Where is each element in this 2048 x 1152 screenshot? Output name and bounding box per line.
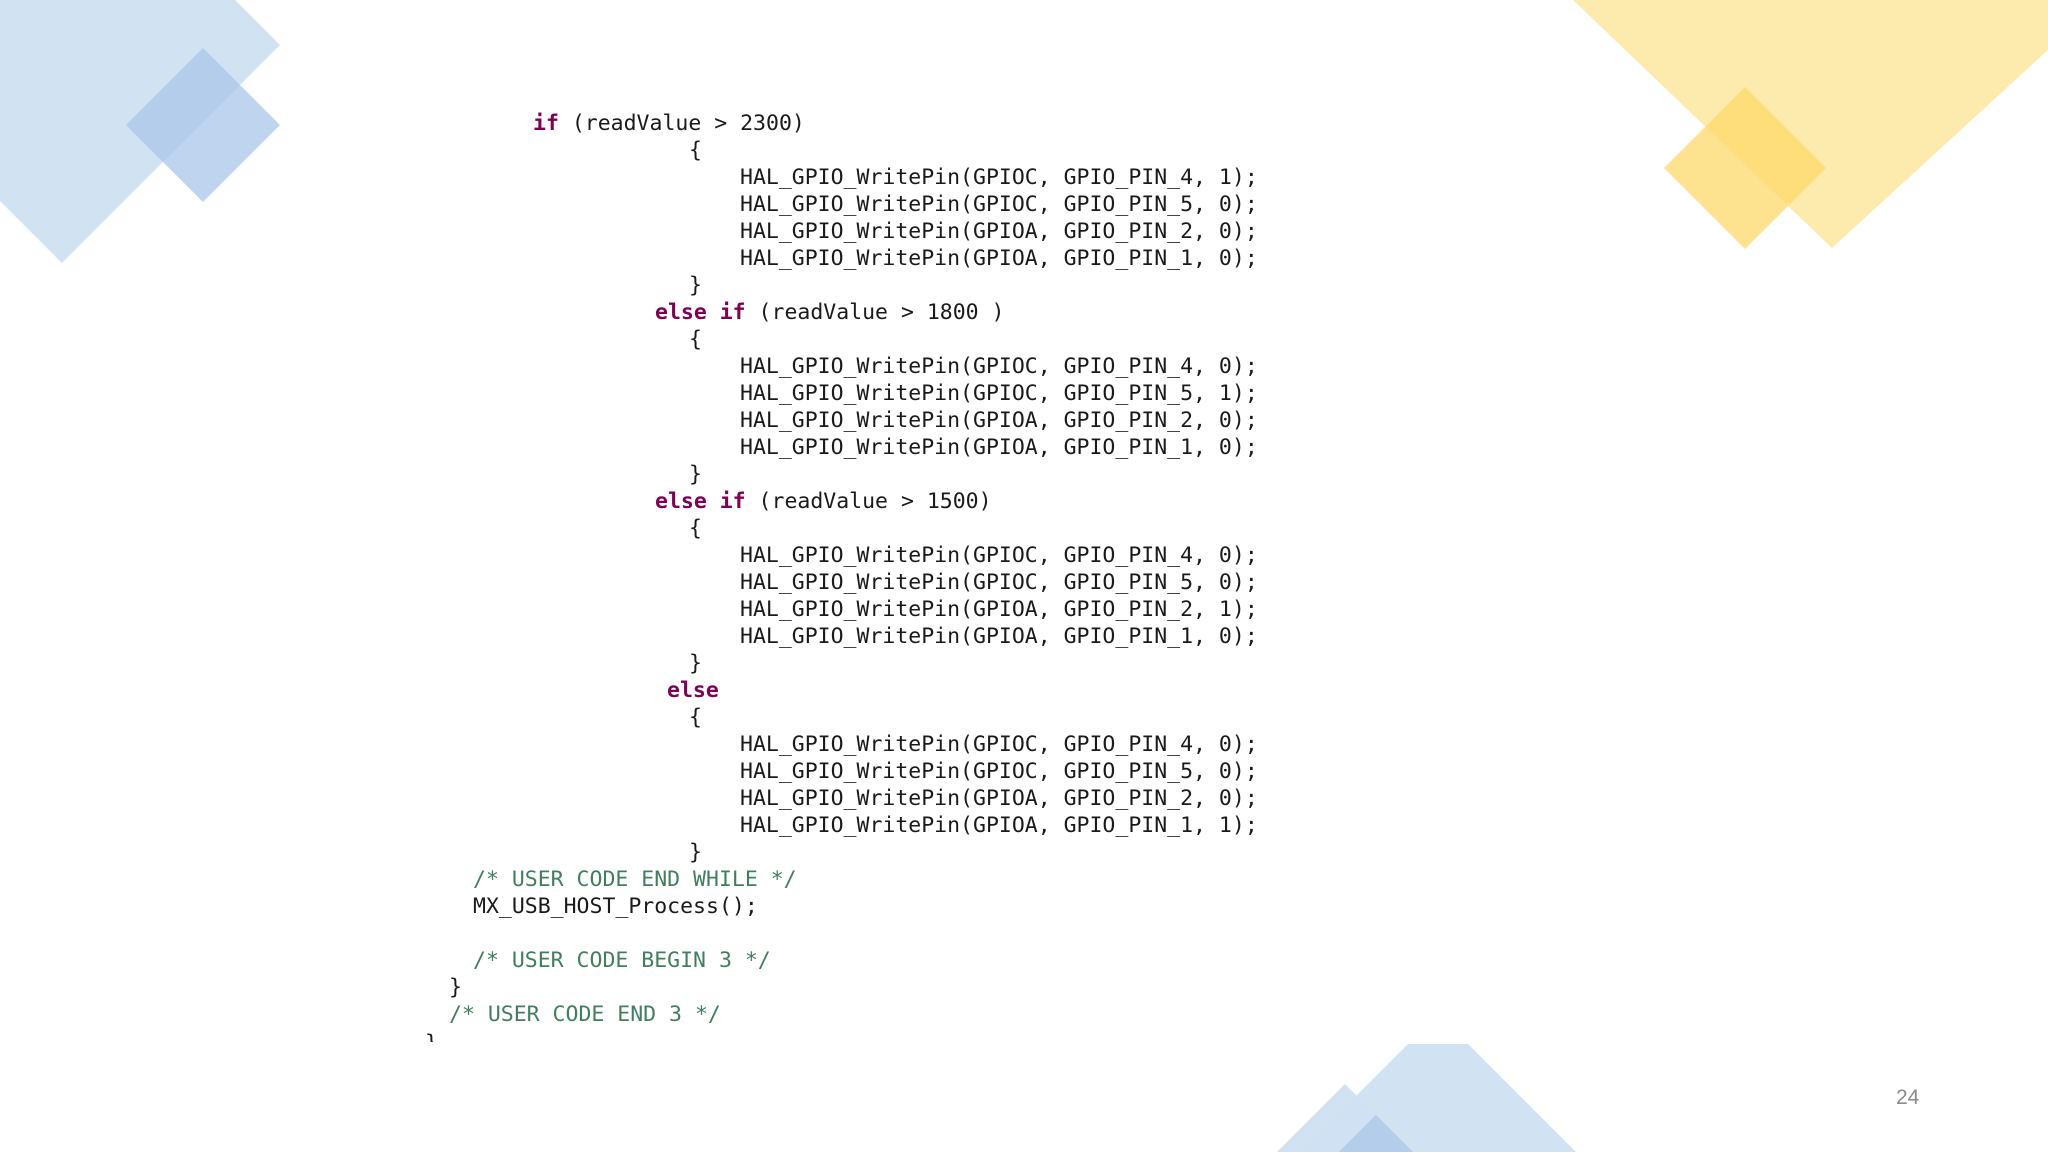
open-brace: { bbox=[689, 516, 702, 541]
code-line: HAL_GPIO_WritePin(GPIOC, GPIO_PIN_4, 0); bbox=[740, 354, 1258, 379]
comment-end-while: /* USER CODE END WHILE */ bbox=[473, 867, 797, 892]
condition-1500: (readValue > 1500) bbox=[745, 489, 992, 514]
clipped-brace-wrapper: } bbox=[420, 1030, 450, 1042]
deco-diamond-topright-small bbox=[1664, 87, 1826, 249]
keyword-else-if: else if bbox=[655, 300, 746, 325]
code-line-else-if: else if (readValue > 1500) bbox=[655, 488, 992, 515]
code-line-else-if: else if (readValue > 1800 ) bbox=[655, 299, 1005, 326]
deco-diamond-topleft-small bbox=[126, 48, 280, 202]
keyword-else-if: else if bbox=[655, 489, 746, 514]
open-brace: { bbox=[689, 327, 702, 352]
deco-diamond-bottom-overlap bbox=[1339, 1115, 1413, 1152]
close-brace: } bbox=[449, 975, 462, 1000]
code-line: HAL_GPIO_WritePin(GPIOA, GPIO_PIN_2, 0); bbox=[740, 219, 1258, 244]
code-line: HAL_GPIO_WritePin(GPIOC, GPIO_PIN_5, 1); bbox=[740, 381, 1258, 406]
close-brace-clipped: } bbox=[425, 1030, 438, 1042]
code-line: HAL_GPIO_WritePin(GPIOA, GPIO_PIN_2, 1); bbox=[740, 597, 1258, 622]
condition-2300: (readValue > 2300) bbox=[558, 111, 805, 136]
code-line: HAL_GPIO_WritePin(GPIOA, GPIO_PIN_2, 0); bbox=[740, 786, 1258, 811]
comment-begin-3: /* USER CODE BEGIN 3 */ bbox=[473, 948, 771, 973]
keyword-if: if bbox=[533, 111, 559, 136]
condition-1800: (readValue > 1800 ) bbox=[745, 300, 1005, 325]
deco-diamond-topright-large bbox=[1573, 0, 2048, 248]
close-brace: } bbox=[689, 840, 702, 865]
code-line-usb-process: MX_USB_HOST_Process(); bbox=[473, 894, 758, 919]
code-line: HAL_GPIO_WritePin(GPIOA, GPIO_PIN_1, 0); bbox=[740, 246, 1258, 271]
page-number: 24 bbox=[1896, 1086, 1920, 1109]
code-line: HAL_GPIO_WritePin(GPIOA, GPIO_PIN_1, 0); bbox=[740, 624, 1258, 649]
code-line-if: if (readValue > 2300) bbox=[533, 110, 805, 137]
code-line: HAL_GPIO_WritePin(GPIOC, GPIO_PIN_4, 0); bbox=[740, 732, 1258, 757]
close-brace: } bbox=[689, 462, 702, 487]
code-line: HAL_GPIO_WritePin(GPIOC, GPIO_PIN_4, 0); bbox=[740, 543, 1258, 568]
keyword-else: else bbox=[667, 678, 719, 703]
code-line: HAL_GPIO_WritePin(GPIOC, GPIO_PIN_5, 0); bbox=[740, 192, 1258, 217]
code-line: HAL_GPIO_WritePin(GPIOA, GPIO_PIN_1, 0); bbox=[740, 435, 1258, 460]
code-line: HAL_GPIO_WritePin(GPIOC, GPIO_PIN_5, 0); bbox=[740, 759, 1258, 784]
close-brace: } bbox=[689, 273, 702, 298]
code-line-else: else bbox=[667, 677, 719, 704]
close-brace: } bbox=[689, 651, 702, 676]
open-brace: { bbox=[689, 705, 702, 730]
open-brace: { bbox=[689, 138, 702, 163]
code-line: HAL_GPIO_WritePin(GPIOA, GPIO_PIN_1, 1); bbox=[740, 813, 1258, 838]
code-line: HAL_GPIO_WritePin(GPIOC, GPIO_PIN_4, 1); bbox=[740, 165, 1258, 190]
comment-end-3: /* USER CODE END 3 */ bbox=[449, 1002, 721, 1027]
code-line: HAL_GPIO_WritePin(GPIOC, GPIO_PIN_5, 0); bbox=[740, 570, 1258, 595]
code-line: HAL_GPIO_WritePin(GPIOA, GPIO_PIN_2, 0); bbox=[740, 408, 1258, 433]
